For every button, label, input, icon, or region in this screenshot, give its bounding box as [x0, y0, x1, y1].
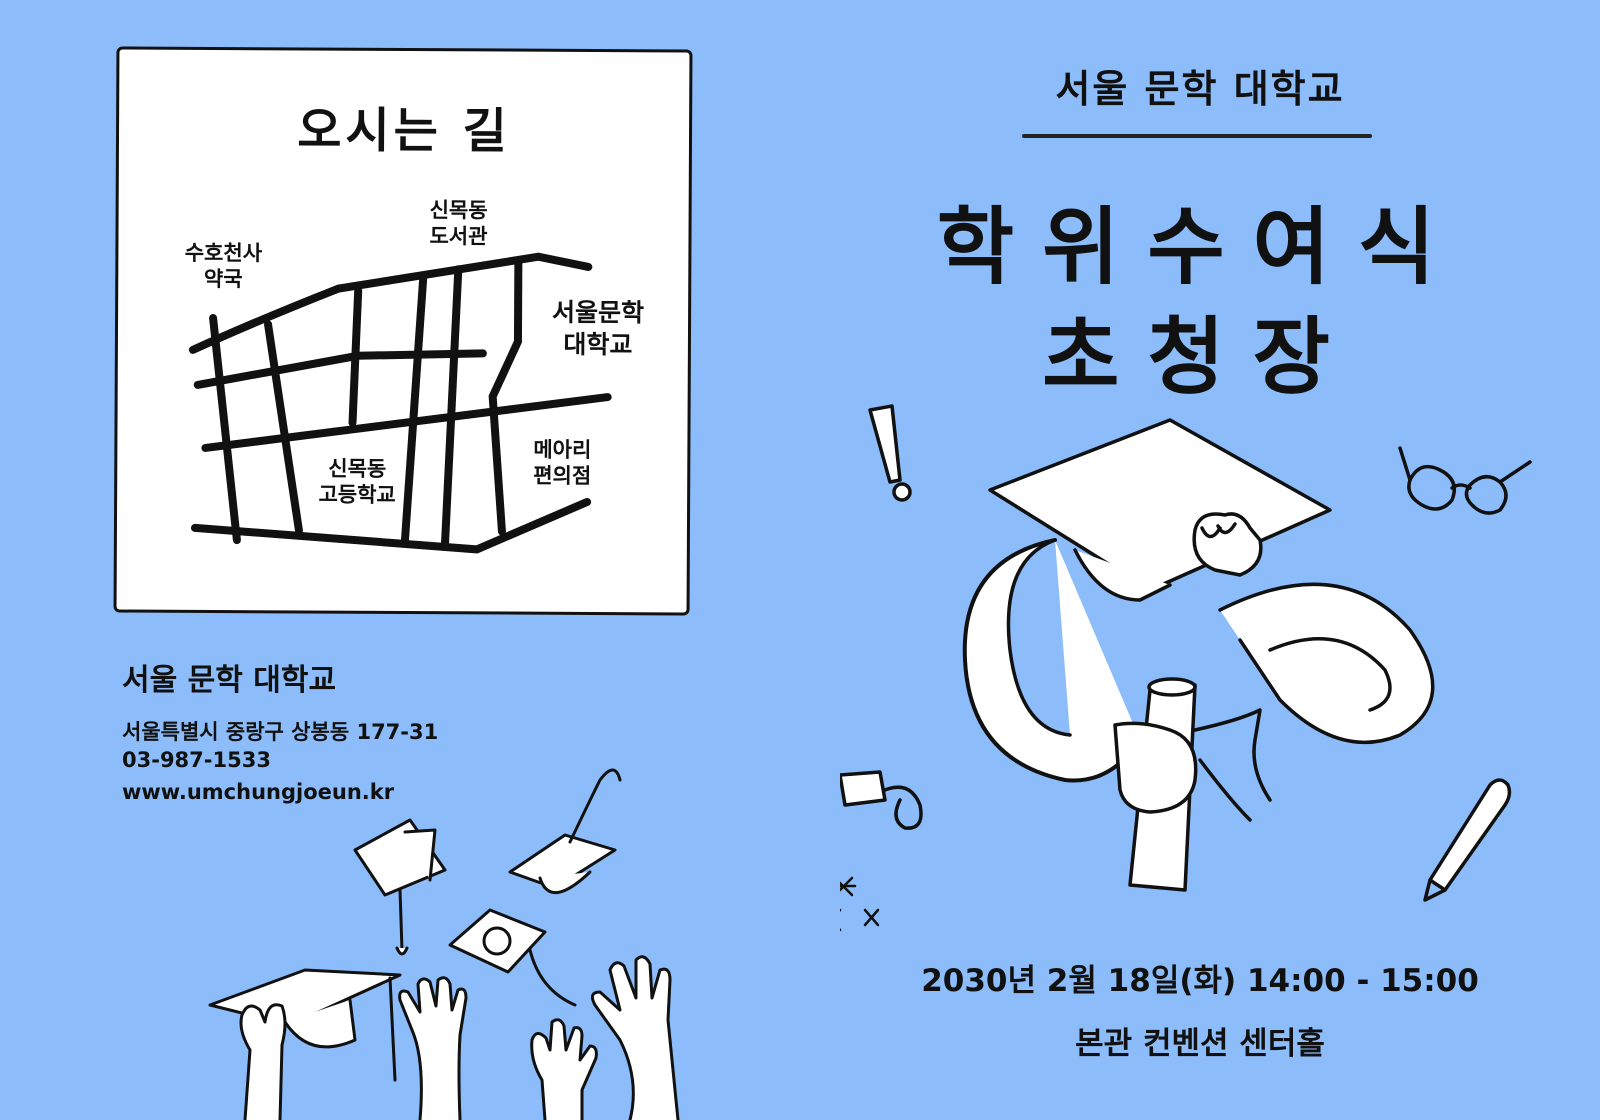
graduation-cap-icon: [508, 768, 622, 895]
map-label-highschool: 신목동 고등학교: [318, 456, 396, 507]
graduation-illustration: [840, 404, 1532, 932]
map-label-library: 신목동 도서관: [429, 198, 488, 249]
sparkle-icon: [840, 876, 880, 932]
hands-icon: [239, 955, 680, 1120]
university-name: 서울 문학 대학교: [122, 663, 337, 698]
map-label-pharmacy: 수호천사 약국: [184, 240, 263, 292]
invitation-title-line2: 초청장: [1042, 308, 1358, 406]
map-label-university: 서울문학 대학교: [552, 297, 645, 360]
event-date: 2030년 2월 18일(화) 14:00 - 15:00: [921, 963, 1479, 999]
map-label-convenience: 메아리 편의점: [533, 437, 592, 488]
street-map: [188, 252, 612, 554]
exclamation-icon: [868, 404, 912, 502]
glasses-icon: [1398, 446, 1532, 515]
invitation-university: 서울 문학 대학교: [1055, 67, 1345, 111]
tossed-caps-illustration: [208, 768, 680, 1120]
address-text: 서울특별시 중랑구 상봉동 177-31: [122, 720, 439, 744]
graduation-cap-icon: [208, 968, 402, 1082]
graduation-cap-icon: [448, 908, 577, 1007]
flag-icon: [840, 770, 923, 830]
event-venue: 본관 컨벤션 센터홀: [1075, 1026, 1325, 1062]
website-link[interactable]: www.umchungjoeun.kr: [122, 780, 395, 804]
map-card: 오시는 길 수호천사 약국 신목동 도서관 서울문학 대학교 메아리 편의점 신…: [113, 46, 693, 616]
phone-text: 03-987-1533: [122, 748, 271, 772]
title-divider: [1022, 134, 1372, 138]
graduation-cap-icon: [353, 818, 447, 956]
invitation-title-line1: 학위수여식: [936, 198, 1464, 296]
pen-icon: [1423, 778, 1512, 902]
